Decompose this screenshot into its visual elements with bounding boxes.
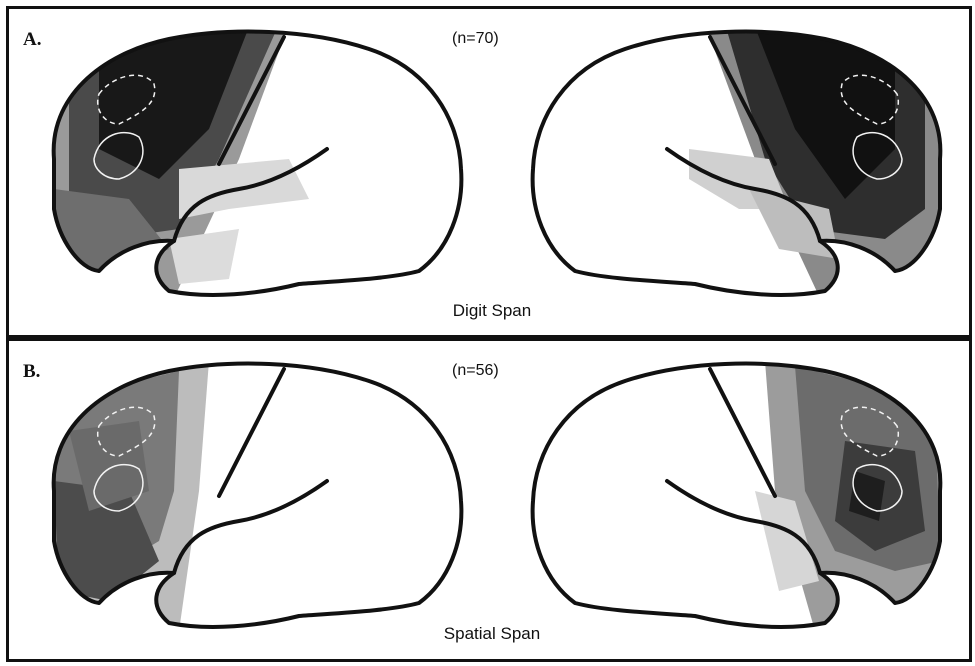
- task-label: Digit Span: [9, 301, 975, 321]
- task-label: Spatial Span: [9, 624, 975, 644]
- panel-a-digit-span: A. (n=70): [6, 6, 972, 338]
- brain-maps: [9, 9, 969, 335]
- brain-maps: [9, 341, 969, 659]
- panel-b-spatial-span: B. (n=56): [6, 338, 972, 662]
